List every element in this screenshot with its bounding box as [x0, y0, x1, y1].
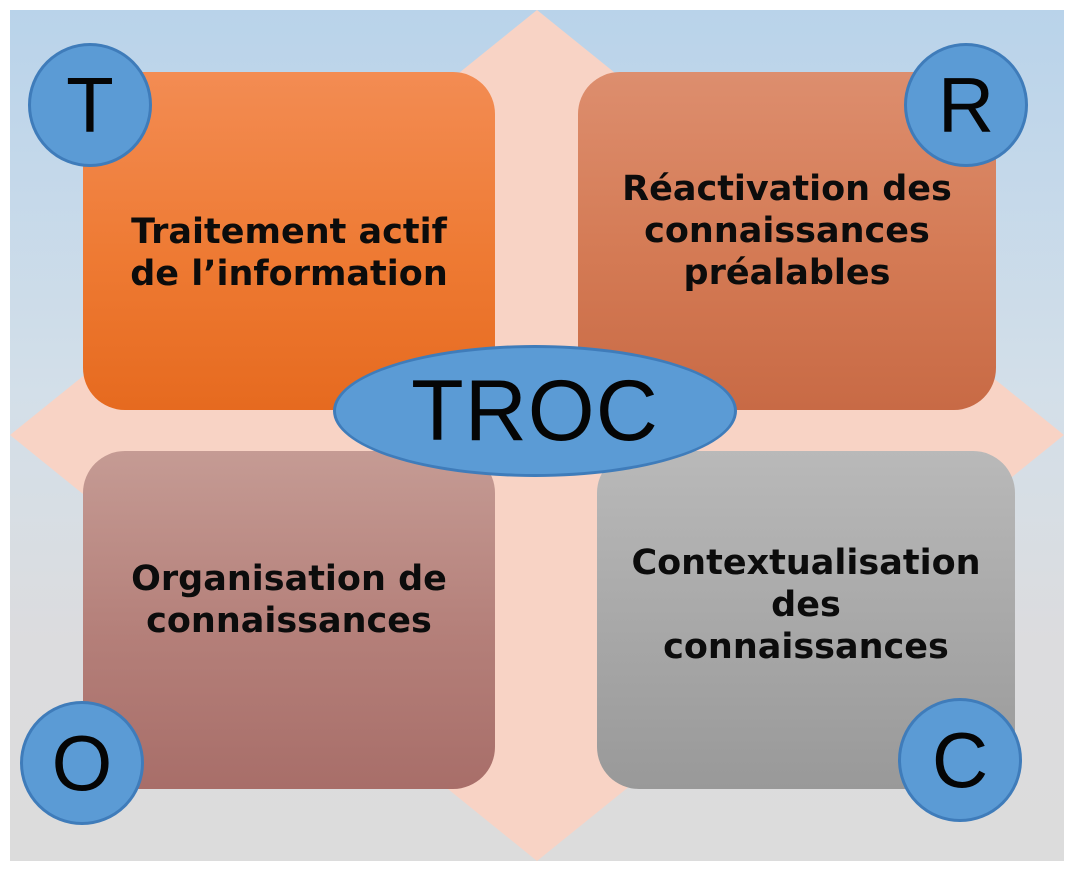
center-ellipse: TROC [333, 345, 737, 477]
letter-circle-t: T [28, 43, 152, 167]
letter-t: T [66, 61, 114, 149]
letter-circle-c: C [898, 698, 1022, 822]
quadrant-label-organisation: Organisation de connaissances [131, 559, 447, 641]
letter-o: O [51, 719, 113, 807]
quadrant-box-organisation: Organisation de connaissances [83, 451, 495, 789]
letter-circle-r: R [904, 43, 1028, 167]
quadrant-label-reactivation: Réactivation des connaissances préalable… [622, 169, 952, 293]
letter-r: R [937, 61, 995, 149]
letter-c: C [931, 716, 989, 804]
quadrant-box-contextualisation: Contextualisation des connaissances [597, 451, 1015, 789]
letter-circle-o: O [20, 701, 144, 825]
quadrant-box-traitement: Traitement actif de l’information [83, 72, 495, 410]
center-title: TROC [411, 363, 659, 459]
quadrant-label-traitement: Traitement actif de l’information [130, 212, 448, 294]
troc-diagram: Traitement actif de l’information Réacti… [10, 10, 1064, 861]
quadrant-label-contextualisation: Contextualisation des connaissances [631, 543, 981, 667]
